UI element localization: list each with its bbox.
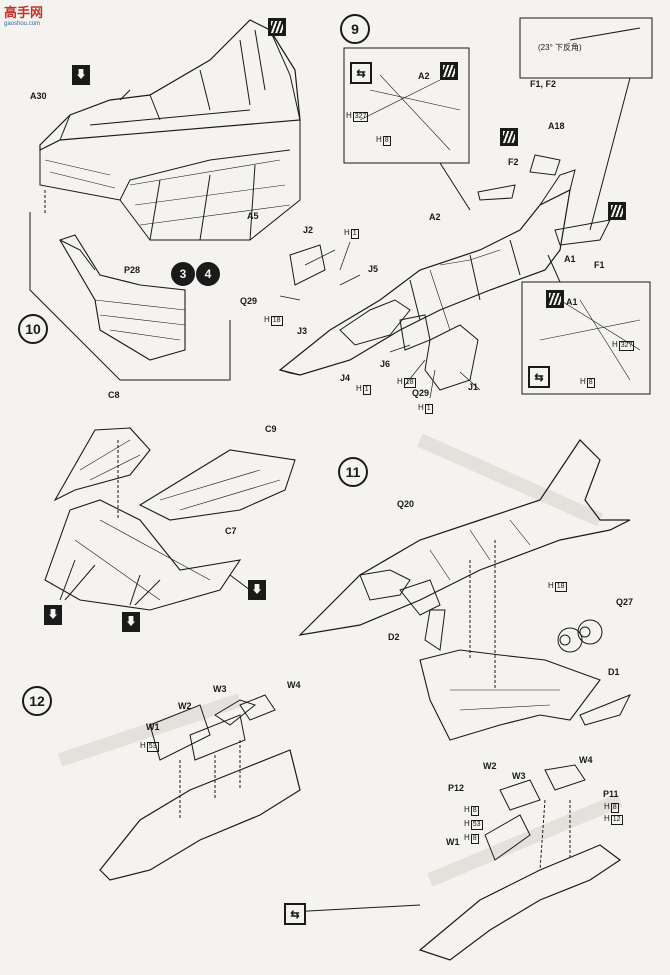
part-label-w1: W1 [446, 837, 460, 847]
part-label-j3: J3 [297, 326, 308, 336]
cockpit-right [418, 764, 622, 961]
intake-j1 [424, 324, 479, 391]
part-label-a1-inset: A1 [566, 297, 578, 307]
option-badge-3: 3 [171, 262, 195, 286]
step-number-11: 11 [338, 457, 368, 487]
part-label-w4: W4 [579, 755, 593, 765]
wing-parts [44, 427, 296, 611]
part-label-a18: A18 [548, 121, 565, 131]
intake-j2 [289, 244, 326, 286]
part-label-a2: A2 [429, 212, 441, 222]
part-label-a30: A30 [30, 91, 47, 101]
fuselage-half-a5 [39, 19, 301, 241]
part-label-w4: W4 [287, 680, 301, 690]
part-label-a5: A5 [247, 211, 259, 221]
part-label-f2: F2 [508, 157, 519, 167]
glue-icon [122, 612, 140, 632]
part-a18 [529, 154, 561, 176]
paint-icon [500, 128, 518, 146]
decal-flip-icon: ⇆ [284, 903, 306, 925]
paint-icon [440, 62, 458, 80]
part-label-w3: W3 [512, 771, 526, 781]
glue-icon [248, 580, 266, 600]
site-watermark: 高手网 gaoshou.com [4, 2, 43, 27]
watermark-url: gaoshou.com [4, 21, 41, 27]
main-fuselage [278, 169, 576, 376]
step-number-9: 9 [340, 14, 370, 44]
part-label-j1: J1 [468, 382, 479, 392]
part-label-a1: A1 [564, 254, 576, 264]
paint-icon [546, 290, 564, 308]
part-label-w3: W3 [213, 684, 227, 694]
part-label-c9: C9 [265, 424, 277, 434]
watermark-name: 高手网 [4, 5, 44, 20]
part-f2 [477, 184, 516, 201]
assembled-fuselage [298, 439, 631, 636]
part-label-d1: D1 [608, 667, 620, 677]
part-label-q29: Q29 [412, 388, 430, 398]
part-label-p12: P12 [448, 783, 465, 793]
paint-icon [268, 18, 286, 36]
part-label-p11: P11 [603, 789, 619, 799]
step-number-10: 10 [18, 314, 48, 344]
part-label-p28: P28 [124, 265, 141, 275]
part-label-j2: J2 [303, 225, 314, 235]
option-badge-4: 4 [196, 262, 220, 286]
part-label-c7: C7 [225, 526, 237, 536]
part-label-f1: F1 [594, 260, 605, 270]
decal-flip-icon: ⇆ [350, 62, 372, 84]
step-number-12: 12 [22, 686, 52, 716]
part-label-q27: Q27 [616, 597, 634, 607]
part-label-d2: D2 [388, 632, 400, 642]
dihedral-angle-note: (23° 下反角) [538, 43, 582, 52]
part-label-q20: Q20 [397, 499, 415, 509]
part-label-j6: J6 [380, 359, 391, 369]
paint-icon [608, 202, 626, 220]
glue-icon [44, 605, 62, 625]
glue-icon [72, 65, 90, 85]
part-label-w1: W1 [146, 722, 160, 732]
part-label-f1-f2: F1, F2 [530, 79, 557, 89]
part-label-j5: J5 [368, 264, 379, 274]
panel-j6 [399, 314, 431, 351]
tail-section-inset [29, 190, 231, 381]
part-label-w2: W2 [483, 761, 497, 771]
part-label-j4: J4 [340, 373, 351, 383]
part-label-q29: Q29 [240, 296, 258, 306]
wing-assembly [419, 540, 632, 741]
cockpit-left [99, 694, 421, 913]
part-label-w2: W2 [178, 701, 192, 711]
decal-flip-icon: ⇆ [528, 366, 550, 388]
part-label-c8: C8 [108, 390, 120, 400]
part-label-a2-inset: A2 [418, 71, 430, 81]
